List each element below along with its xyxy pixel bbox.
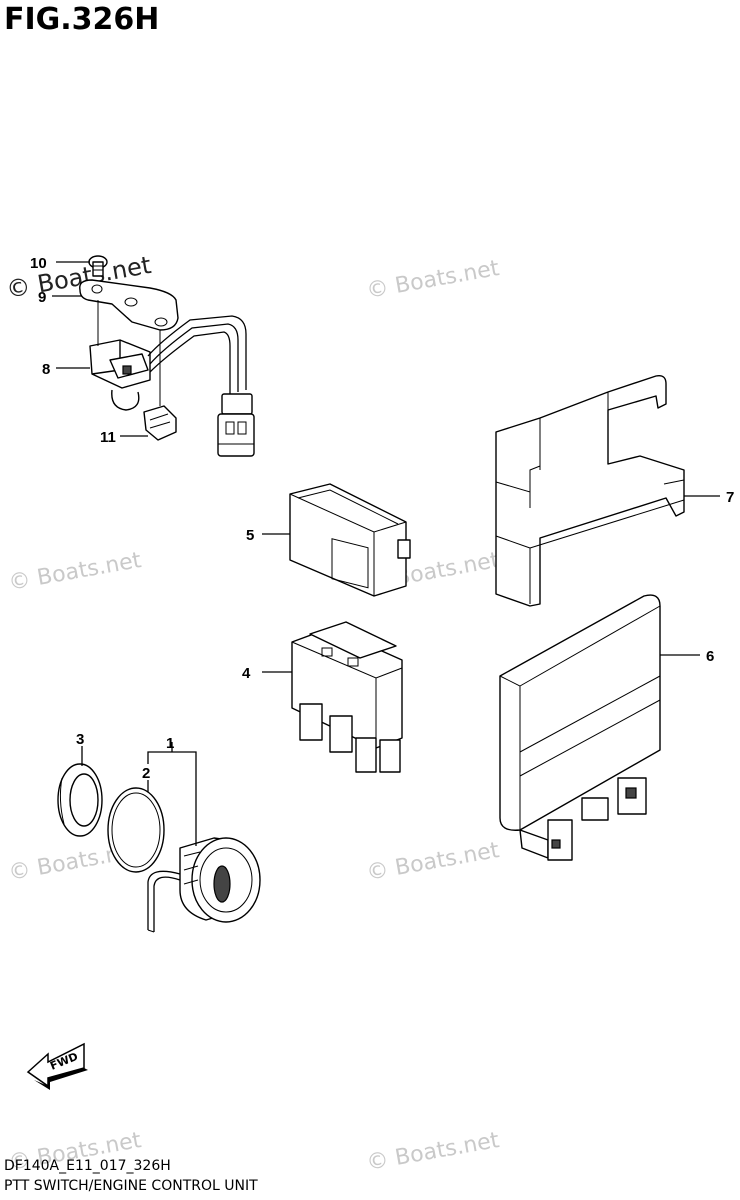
bracket-part-9 [79,279,179,331]
forward-arrow-icon: FWD [26,1042,88,1090]
watermark: © Boats.net [365,1128,502,1176]
o-ring-part-2 [107,787,165,873]
trim-switch-part-1 [147,837,261,933]
callout-2: 2 [142,765,150,782]
callout-4: 4 [242,665,251,682]
clip-part-11 [143,330,177,441]
trim-switch-assembly [57,763,261,933]
callout-7: 7 [726,489,734,506]
figure-description: PTT SWITCH/ENGINE CONTROL UNIT [4,1178,258,1194]
ptt-switch-part-8 [89,300,151,411]
callout-10: 10 [30,255,47,272]
ecu-cover-part-7 [495,374,685,607]
box-cover-part-5 [289,483,411,597]
screw-part-10 [88,255,108,277]
callouts: 10 9 8 11 5 4 7 6 3 2 1 [30,255,734,782]
watermark: © Boats.net [7,548,144,596]
figure-title: FIG.326H [4,2,160,37]
callout-6: 6 [706,648,714,665]
callout-8: 8 [42,361,50,378]
ptt-switch-assembly [79,255,255,457]
callout-5: 5 [246,527,254,544]
figure-code: DF140A_E11_017_326H [4,1158,171,1174]
watermark: © Boats.net [365,256,502,304]
watermarks: © Boats.net © Boats.net © Boats.net © Bo… [7,256,502,1176]
leader-lines [52,261,720,846]
nut-part-3 [57,763,103,837]
watermark: © Boats.net [365,838,502,886]
ecu-part-6 [499,594,661,861]
callout-1: 1 [166,735,174,752]
control-module-part-4 [291,621,403,773]
connector [217,393,255,457]
callout-9: 9 [38,289,46,306]
callout-11: 11 [100,429,116,446]
callout-3: 3 [76,731,84,748]
